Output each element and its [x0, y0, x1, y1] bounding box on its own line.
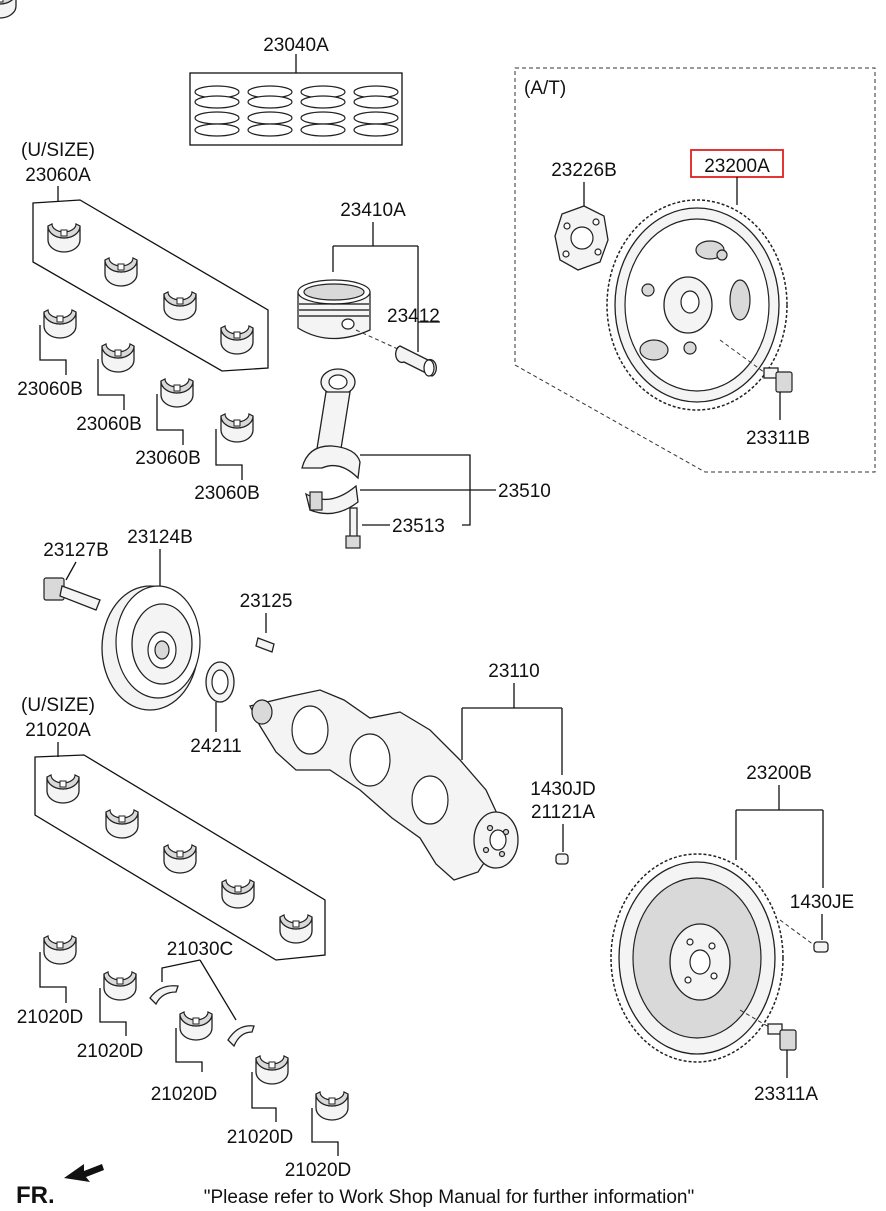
bolt-23311B[interactable]: [763, 367, 793, 393]
label-23060B-1: 23060B: [17, 379, 83, 400]
drive-plate-23200A[interactable]: [606, 199, 788, 411]
label-23110: 23110: [488, 661, 539, 682]
label-usize-21020A: (U/SIZE): [21, 695, 95, 716]
adapter-plate-23226B[interactable]: [554, 205, 609, 271]
pin-21121A[interactable]: [555, 853, 569, 865]
label-23510: 23510: [498, 481, 551, 502]
label-21020D-1: 21020D: [17, 1007, 84, 1028]
label-21121A: 21121A: [531, 802, 595, 823]
flywheel-23200B[interactable]: [610, 853, 784, 1063]
footer-note: "Please refer to Work Shop Manual for fu…: [204, 1187, 694, 1208]
label-23127B: 23127B: [43, 540, 109, 561]
label-1430JE: 1430JE: [790, 892, 854, 913]
label-23226B: 23226B: [551, 160, 617, 181]
label-23311A: 23311A: [754, 1084, 818, 1105]
key-23125[interactable]: [255, 637, 275, 653]
pulley-bolt-23127B[interactable]: [43, 577, 101, 611]
crank-pulley-23124B[interactable]: [101, 585, 201, 711]
label-23060B-4: 23060B: [194, 483, 260, 504]
label-1430JD: 1430JD: [530, 779, 596, 800]
label-21020D-3: 21020D: [151, 1084, 218, 1105]
label-23200B: 23200B: [746, 763, 812, 784]
connecting-rod-23510[interactable]: [301, 368, 361, 515]
sprocket-24211[interactable]: [205, 661, 235, 703]
label-24211: 24211: [190, 736, 241, 757]
label-23412: 23412: [387, 306, 440, 327]
bolt-23311A[interactable]: [767, 1023, 797, 1051]
dowel-1430JE[interactable]: [813, 941, 829, 953]
label-23040A: 23040A: [263, 35, 329, 56]
label-23311B: 23311B: [746, 428, 810, 449]
label-23124B: 23124B: [127, 527, 193, 548]
bearing-set-23060A[interactable]: [0, 0, 269, 372]
label-23125: 23125: [240, 591, 293, 612]
label-23200A: 23200A: [704, 156, 770, 177]
label-21020A: 21020A: [25, 720, 91, 741]
label-21020D-4: 21020D: [227, 1127, 294, 1148]
label-23060B-3: 23060B: [135, 448, 201, 469]
label-23060A: 23060A: [25, 165, 91, 186]
piston-rings-23040A[interactable]: [189, 72, 403, 146]
label-23513: 23513: [392, 516, 445, 537]
label-23410A: 23410A: [340, 200, 406, 221]
rod-bolt-23513[interactable]: [345, 507, 361, 549]
front-arrow-icon: [64, 1164, 104, 1182]
label-usize-23060A: (U/SIZE): [21, 140, 95, 161]
label-fr: FR.: [16, 1182, 55, 1209]
label-23060B-2: 23060B: [76, 414, 142, 435]
main-bearing-set-21020A[interactable]: [34, 754, 326, 961]
label-21030C: 21030C: [167, 939, 234, 960]
piston-pin-23412[interactable]: [395, 345, 437, 377]
thrust-washers-21030C[interactable]: [149, 985, 255, 1048]
label-21020D-2: 21020D: [77, 1041, 144, 1062]
label-21020D-5: 21020D: [285, 1160, 352, 1181]
piston-23410A[interactable]: [297, 279, 371, 340]
label-at: (A/T): [524, 78, 566, 99]
crankshaft-23110[interactable]: [249, 689, 519, 881]
